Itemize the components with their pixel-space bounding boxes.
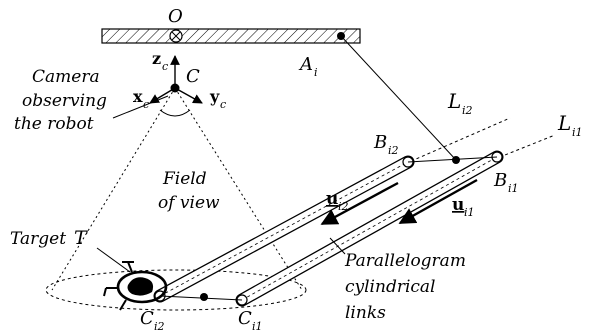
target-icon: [103, 261, 168, 311]
camera-text-line-1: Camera: [32, 67, 100, 87]
camera-pointer-line: [112, 95, 169, 119]
label-anchor-a-sub: i: [314, 66, 318, 79]
camera-text-line-2: observing: [22, 91, 107, 111]
fov-angle-arc: [159, 109, 191, 117]
label-origin: O: [168, 6, 183, 27]
vector-u-i1-arrow: [398, 178, 478, 225]
label-point-c-i2-sub: i2: [154, 320, 165, 333]
line-l-i2: [399, 117, 511, 167]
parallelogram-text-line-1: Parallelogram: [344, 251, 466, 271]
camera-center-point: [170, 83, 180, 93]
label-point-b-i2-sub: i2: [388, 144, 399, 157]
link-i2: [153, 155, 415, 303]
cable-a-b: [340, 35, 457, 161]
label-line-l-i2-sub: i2: [462, 104, 473, 117]
axis-x-arrow: [149, 87, 176, 104]
label-axis-x-sub: c: [143, 98, 149, 111]
label-vector-u-i2: u: [326, 189, 338, 209]
link-i1: [235, 150, 504, 307]
label-line-l-i2: L: [447, 89, 461, 113]
base-bar: [101, 28, 361, 44]
label-point-b-i1-sub: i1: [508, 182, 519, 195]
vector-u-i2-arrow: [320, 181, 399, 226]
label-point-c-i1: C: [238, 308, 252, 329]
platform-point-top: [452, 156, 460, 164]
label-point-b-i1: B: [493, 170, 507, 191]
label-vector-u-i1-sub: i1: [464, 206, 475, 219]
label-axis-x: x: [133, 87, 143, 106]
parallelogram-pointer-line: [329, 237, 346, 255]
label-axis-y-sub: c: [220, 98, 226, 111]
label-point-c-i2: C: [140, 308, 154, 329]
label-line-l-i1: L: [557, 111, 571, 135]
label-line-l-i1-sub: i1: [572, 126, 583, 139]
fov-text-line-1: Field: [162, 169, 207, 189]
fov-ellipse: [45, 269, 307, 311]
platform-point-bottom: [200, 293, 208, 301]
target-symbol: T: [74, 227, 88, 249]
target-text: Target: [10, 229, 66, 249]
label-axis-y: y: [209, 87, 220, 106]
target-pointer-line: [96, 247, 131, 273]
parallelogram-text-line-3: links: [345, 303, 386, 323]
label-camera-center: C: [186, 66, 200, 87]
label-point-c-i1-sub: i1: [252, 320, 263, 333]
parallelogram-text-line-2: cylindrical: [345, 277, 436, 297]
label-axis-z-sub: c: [162, 60, 168, 73]
camera-text-line-3: the robot: [14, 114, 94, 134]
label-anchor-a: A: [298, 54, 313, 75]
fov-text-line-2: of view: [158, 193, 220, 213]
label-axis-z: z: [152, 49, 161, 68]
label-vector-u-i2-sub: i2: [338, 200, 349, 213]
label-vector-u-i1: u: [452, 195, 464, 215]
axis-y-arrow: [174, 87, 203, 104]
label-point-b-i2: B: [373, 132, 387, 153]
